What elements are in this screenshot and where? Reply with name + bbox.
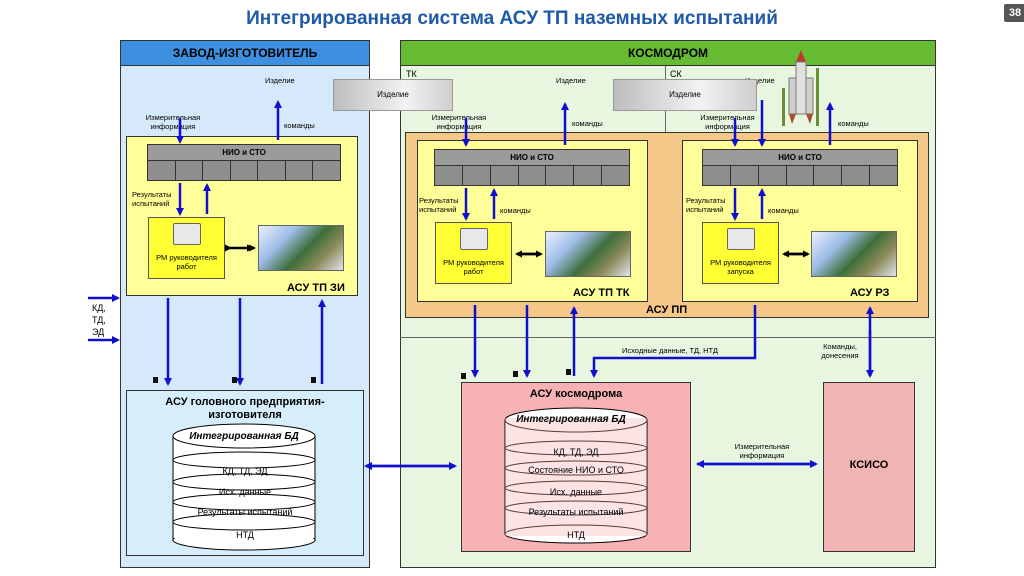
rocket-icon: [782, 50, 819, 126]
kosmo-sk-label: СК: [670, 69, 682, 79]
computer-icon: [459, 228, 488, 250]
computer-icon: [172, 223, 201, 245]
asu-kosmo-layer-sost: Состояние НИО и СТО: [528, 465, 624, 475]
tk-komandy-top-label: команды: [572, 119, 603, 128]
asu-kosmo-layer-ish: Исх. данные: [549, 487, 603, 497]
zi-rm-label: РМ руководителя работ: [156, 253, 217, 271]
page-number: 38: [1004, 4, 1024, 22]
asu-head-db-cylinder: [172, 423, 316, 551]
sk-izmer-label: Измерительная информация: [700, 113, 755, 131]
zi-asu-label: АСУ ТП ЗИ: [287, 282, 345, 294]
zi-header: ЗАВОД-ИЗГОТОВИТЕЛЬ: [120, 40, 370, 66]
asu-kosmo-db-cylinder: [504, 407, 648, 544]
zi-komandy-label: команды: [284, 121, 315, 130]
tk-izdelie-label: Изделие: [556, 76, 586, 85]
asu-head-layer-ish: Исх. данные: [218, 487, 272, 497]
asu-kosmo-layer-ntd: НТД: [567, 530, 585, 540]
asu-kosmo-layer-res: Результаты испытаний: [528, 507, 624, 517]
ksiso-box: [823, 382, 915, 552]
tk-komandy-label: команды: [500, 206, 531, 215]
asu-head-layer-ntd: НТД: [236, 530, 254, 540]
izdelie-banner-2: Изделие: [613, 79, 757, 111]
kosmo-divider-lower: [400, 337, 936, 338]
sk-komandy-top-label: команды: [838, 119, 869, 128]
tk-rm-box: РМ руководителя работ: [435, 222, 512, 284]
zi-results-label: Результаты испытаний: [132, 190, 172, 208]
tk-results-label: Результаты испытаний: [419, 196, 459, 214]
asu-kosmo-db-title: Интегрированная БД: [516, 414, 626, 425]
tk-nio-cells: [434, 166, 630, 186]
zi-input-ed: ЭД: [92, 327, 105, 337]
computer-icon: [726, 228, 755, 250]
asu-pp-label: АСУ ПП: [646, 304, 688, 316]
zi-input-td: ТД,: [92, 315, 106, 325]
zi-izdelie-label: Изделие: [265, 76, 295, 85]
sk-nio-cells: [702, 166, 898, 186]
tk-asu-label: АСУ ТП ТК: [573, 287, 630, 299]
asu-head-title: АСУ головного предприятия-изготовителя: [165, 396, 325, 421]
sk-nio-bar: НИО и СТО: [702, 149, 898, 166]
komandy-doneseniya-label: Команды, донесения: [821, 342, 859, 360]
tk-screens-image: [545, 231, 631, 277]
sk-izdelie-label: Изделие: [745, 76, 775, 85]
zi-nio-bar: НИО и СТО: [147, 144, 341, 161]
sk-results-label: Результаты испытаний: [686, 196, 726, 214]
asu-head-layer-res: Результаты испытаний: [197, 507, 293, 517]
asu-head-layer-kd: КД, ТД, ЭД: [222, 466, 268, 476]
sk-rm-label: РМ руководителя запуска: [710, 258, 771, 276]
zi-screens-image: [258, 225, 344, 271]
zi-nio-cells: [147, 161, 341, 181]
kosmodrom-header: КОСМОДРОМ: [400, 40, 936, 66]
izmer-info-label: Измерительная информация: [734, 442, 790, 460]
page-title: Интегрированная система АСУ ТП наземных …: [246, 8, 778, 29]
sk-screens-image: [811, 231, 897, 277]
ksiso-label: КСИСО: [849, 459, 889, 471]
sk-rm-box: РМ руководителя запуска: [702, 222, 779, 284]
asu-kosmo-title: АСУ космодрома: [529, 388, 623, 400]
zi-izmer-label: Измерительная информация: [145, 113, 201, 131]
tk-nio-bar: НИО и СТО: [434, 149, 630, 166]
kosmo-tk-label: ТК: [406, 69, 417, 79]
izdelie-banner-1: Изделие: [333, 79, 453, 111]
sk-asu-label: АСУ РЗ: [850, 287, 890, 299]
asu-kosmo-layer-kd: КД, ТД, ЭД: [553, 447, 599, 457]
tk-rm-label: РМ руководителя работ: [443, 258, 504, 276]
tk-izmer-label: Измерительная информация: [431, 113, 487, 131]
ishodnye-label: Исходные данные, ТД, НТД: [622, 346, 718, 355]
asu-head-db-title: Интегрированная БД: [189, 431, 299, 442]
sk-komandy-label: команды: [768, 206, 799, 215]
zi-rm-box: РМ руководителя работ: [148, 217, 225, 279]
zi-input-kd: КД,: [92, 303, 106, 313]
